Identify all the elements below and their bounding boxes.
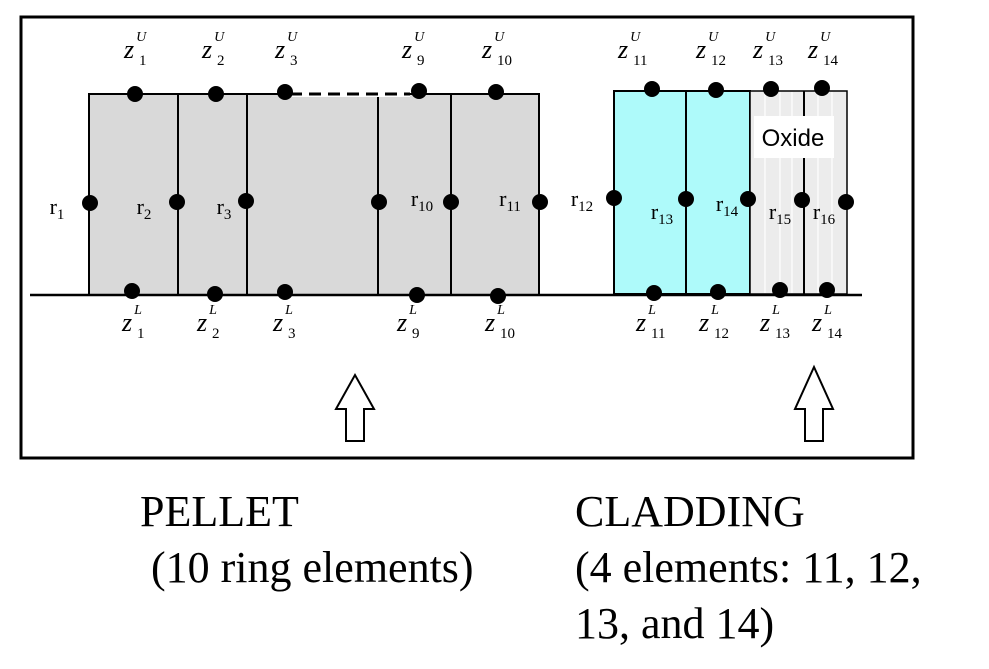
radial-node-point — [371, 194, 387, 210]
radial-label: r10 — [411, 186, 433, 215]
radial-node-point — [606, 190, 622, 206]
radial-node-point — [238, 193, 254, 209]
lower-node-point — [207, 286, 223, 302]
upper-node-point — [277, 84, 293, 100]
lower-node-point — [490, 288, 506, 304]
radial-label: r1 — [50, 194, 65, 223]
pellet-caption-subtitle: (10 ring elements) — [140, 543, 474, 592]
cladding-caption-title: CLADDING — [575, 487, 805, 536]
upper-node-point — [411, 83, 427, 99]
arrow-up-outline-icon — [334, 372, 376, 442]
radial-label: r13 — [651, 199, 673, 228]
upper-node-point — [644, 81, 660, 97]
radial-node-point — [794, 192, 810, 208]
lower-node-point — [124, 283, 140, 299]
radial-label: r15 — [769, 199, 791, 228]
radial-node-point — [82, 195, 98, 211]
upper-node-point — [814, 80, 830, 96]
radial-label: r16 — [813, 199, 836, 228]
radial-label: r11 — [499, 186, 521, 215]
lower-node-point — [772, 282, 788, 298]
radial-node-point — [169, 194, 185, 210]
upper-node-point — [488, 84, 504, 100]
oxide-label: Oxide — [762, 125, 825, 152]
radial-label: r14 — [716, 191, 739, 220]
lower-node-point — [277, 284, 293, 300]
oxide-label-box — [754, 116, 834, 158]
radial-label: r3 — [217, 194, 232, 223]
radial-node-point — [678, 191, 694, 207]
radial-label: r2 — [137, 194, 152, 223]
node-points — [82, 80, 854, 304]
lower-node-point — [710, 284, 726, 300]
lower-node-point — [819, 282, 835, 298]
pellet-caption: PELLET (10 ring elements) — [140, 484, 474, 596]
radial-label: r12 — [571, 186, 593, 215]
pellet-caption-title: PELLET — [140, 487, 299, 536]
upper-node-point — [763, 81, 779, 97]
cladding-caption: CLADDING (4 elements: 11, 12, 13, and 14… — [575, 484, 922, 652]
pellet-region — [88, 93, 540, 296]
upper-node-point — [127, 86, 143, 102]
lower-node-point — [409, 287, 425, 303]
cladding-caption-line3: 13, and 14) — [575, 599, 775, 648]
lower-node-point — [646, 285, 662, 301]
radial-node-point — [532, 194, 548, 210]
upper-node-point — [708, 82, 724, 98]
arrow-up-outline-icon — [793, 364, 835, 442]
radial-node-point — [443, 194, 459, 210]
cladding-caption-line2: (4 elements: 11, 12, — [575, 543, 922, 592]
radial-node-point — [838, 194, 854, 210]
radial-node-point — [740, 191, 756, 207]
upper-node-point — [208, 86, 224, 102]
